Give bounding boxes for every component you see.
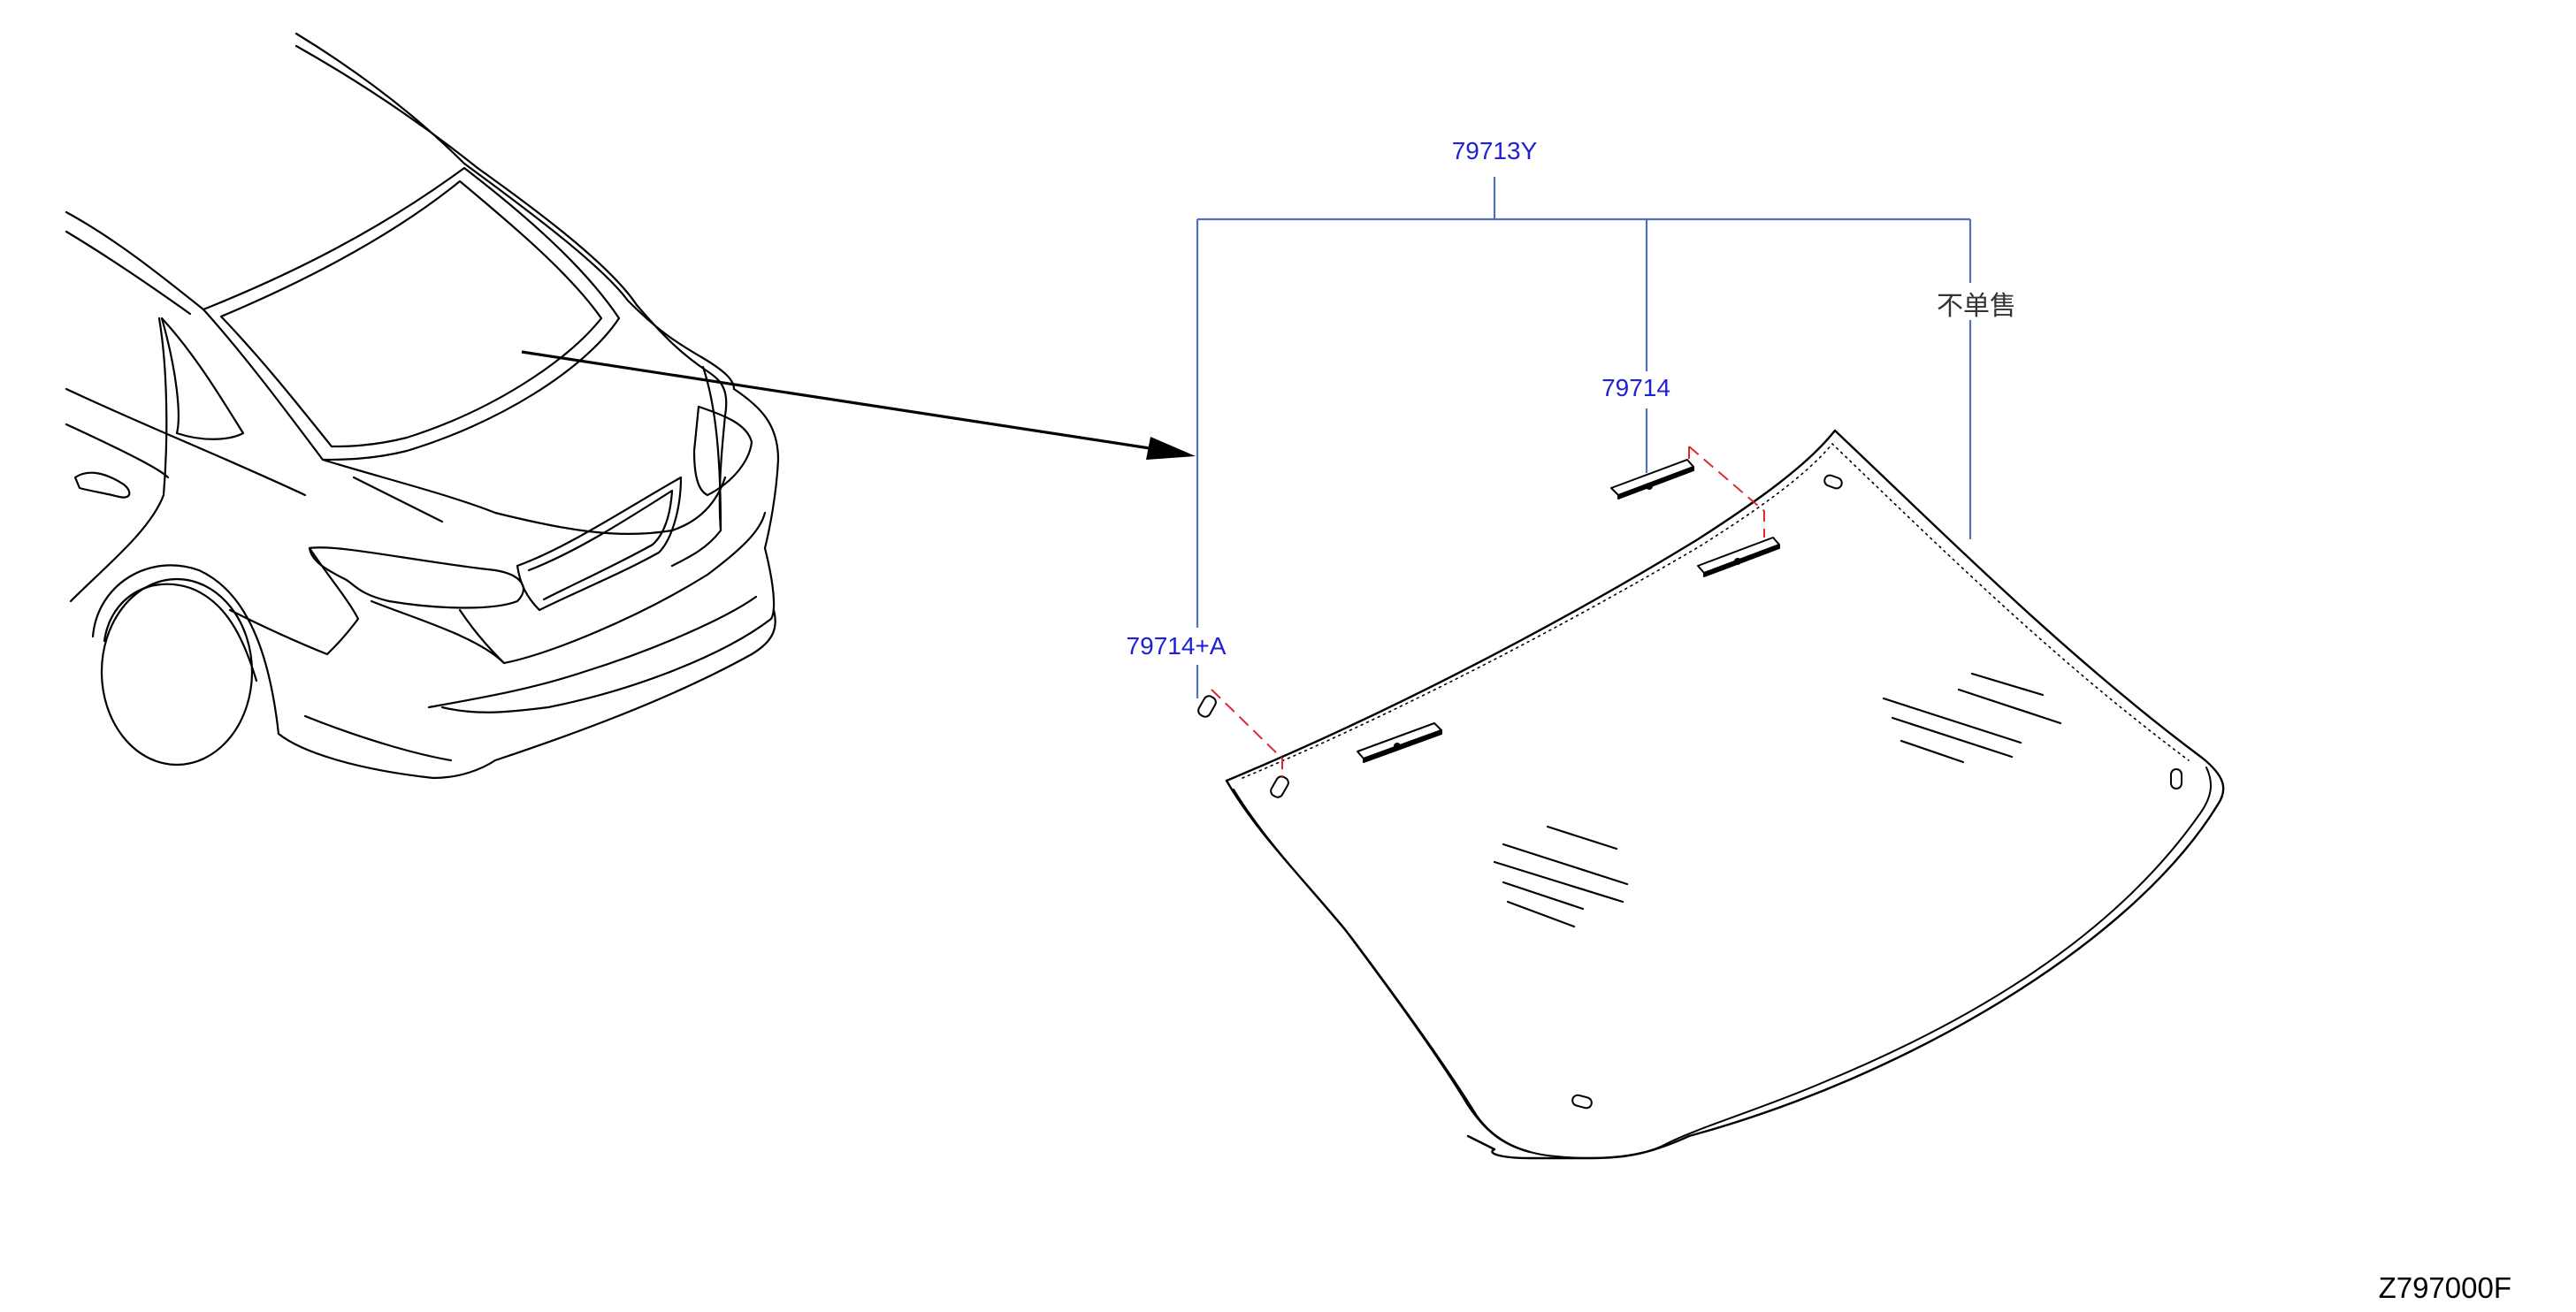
car-wheel-arch (91, 564, 280, 736)
car-rear-wheel (100, 577, 254, 767)
alignment-dashed-lines (1211, 446, 1765, 778)
part-label-79714[interactable]: 79714 (1601, 374, 1670, 401)
clip-79714-a-glass (1270, 775, 1289, 798)
glass-hole-right (2170, 768, 2182, 789)
car-license-plate-recess (516, 476, 683, 612)
leader-lines (1196, 177, 1972, 698)
part-label-79714-A[interactable]: 79714+A (1127, 632, 1227, 660)
car-tail-lamp-right (692, 405, 753, 497)
glass-hole-top (1823, 474, 1843, 490)
part-label-79713Y[interactable]: 79713Y (1452, 137, 1538, 164)
moulding-clips[interactable] (1196, 459, 1780, 799)
clip-79714-glass-left (1357, 722, 1442, 763)
glass-glare-right (1882, 672, 2062, 764)
clip-79714-upper (1610, 459, 1694, 500)
glass-hole-bottom (1571, 1094, 1593, 1110)
rear-window-glass[interactable] (1225, 429, 2225, 1160)
pointer-arrow (521, 350, 1196, 460)
clip-79714-lower (1697, 537, 1780, 577)
car-quarter-window (160, 317, 245, 440)
diagram-code: Z797000F (2379, 1271, 2511, 1304)
glass-glare-left (1493, 825, 1629, 928)
clip-79714-a (1197, 695, 1217, 718)
car-door-handle (73, 471, 131, 499)
car-tail-lamp-left (308, 546, 524, 609)
car-rear-window (202, 166, 621, 461)
car-rear-illustration (65, 32, 780, 780)
not-sold-separately-note: 不单售 (1937, 291, 2016, 322)
